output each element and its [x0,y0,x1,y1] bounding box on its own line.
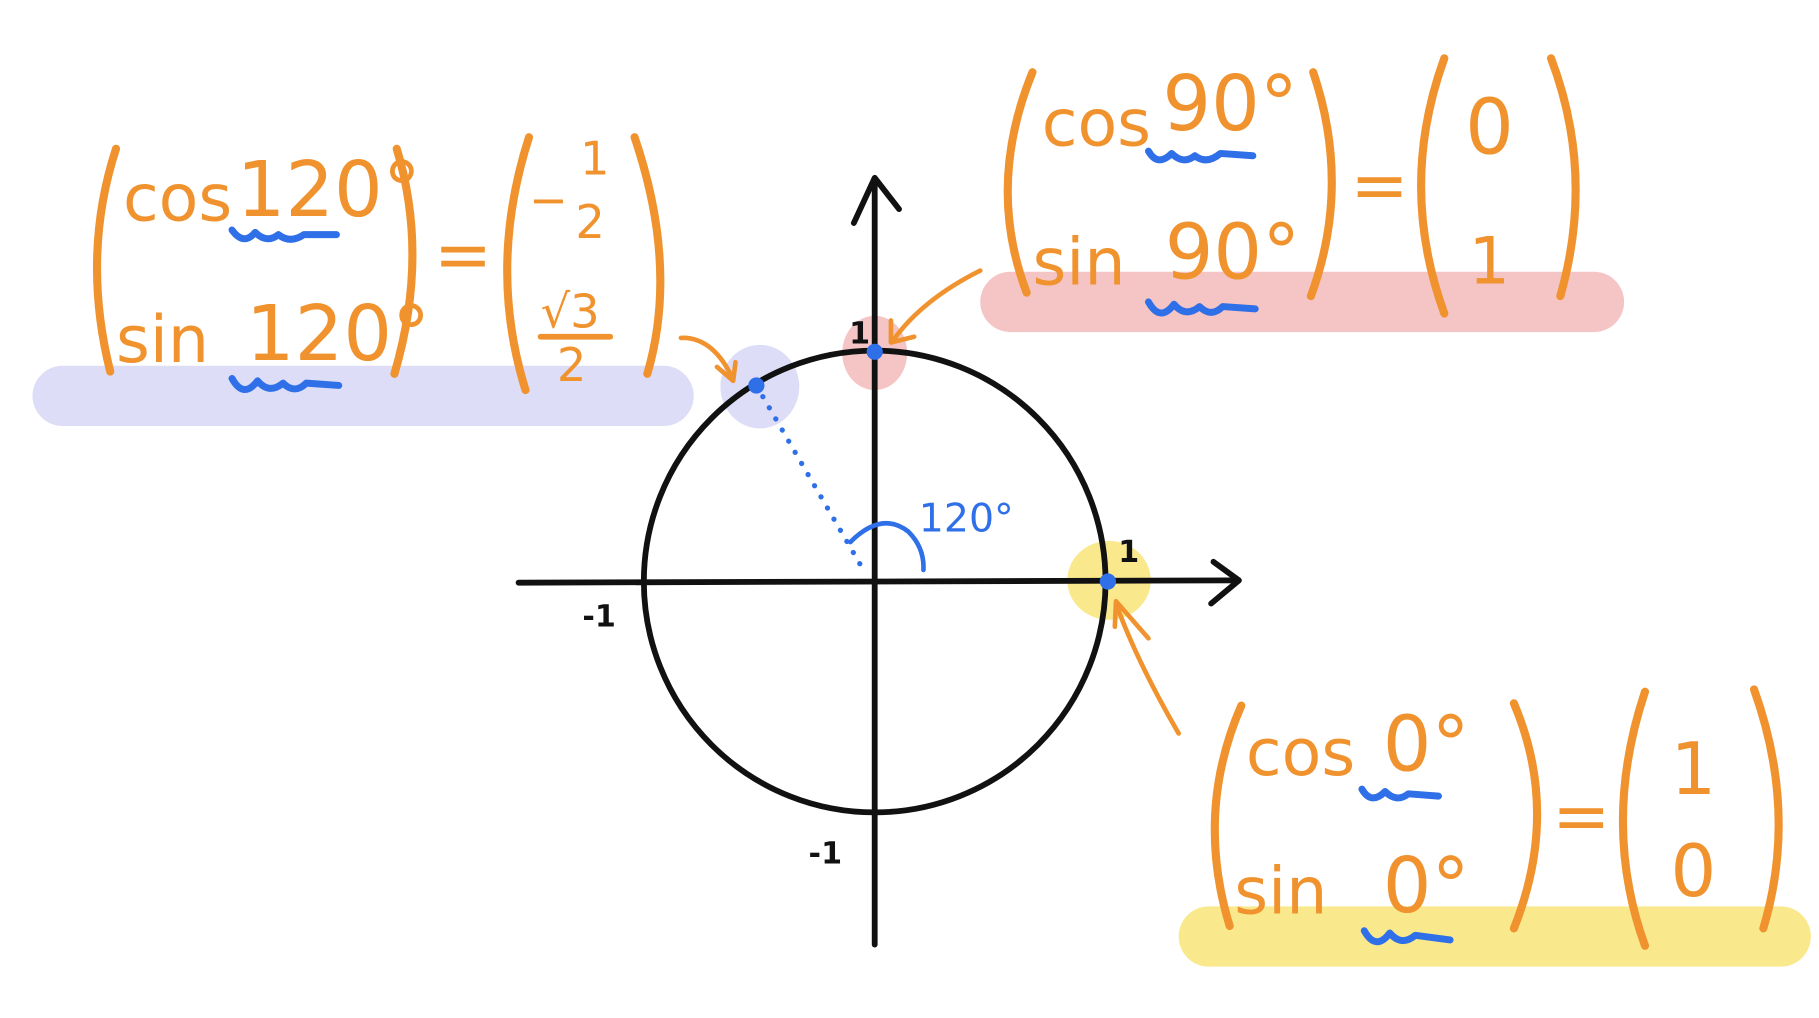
left-paren-values [1417,54,1449,318]
angle-bottom-squiggle [1144,298,1259,317]
angle-bottom: 90° [1165,209,1301,298]
value-bottom: 0 [1671,829,1717,913]
sin-label: sin [1234,854,1327,929]
value-top-sign: − [529,173,568,227]
angle-top: 0° [1383,701,1470,790]
right-paren-values [1749,685,1783,933]
angle-bottom: 0° [1383,842,1470,931]
angle-bottom-squiggle [1360,927,1454,946]
angle-bottom: 120° [246,290,430,379]
y-neg-tick-label: -1 [809,836,843,871]
highlight-band-120 [32,365,694,427]
value-top: 1 [1671,727,1717,811]
x-axis-arrowhead [1208,558,1242,607]
right-paren [390,144,417,378]
angle-top: 120° [237,146,421,235]
equals-sign: = [1350,145,1408,226]
value-bottom-numerator: √3 [541,284,600,338]
arrow-to-120 [678,335,738,384]
angle-bottom-squiggle [228,375,343,393]
cos-label: cos [123,162,232,237]
angle-label-120: 120° [919,496,1014,542]
value-bottom: 1 [1469,224,1510,299]
angle-arc-120 [848,521,926,573]
angle-top-squiggle [1358,785,1442,802]
cos-label: cos [1042,86,1151,161]
value-top: 0 [1465,83,1514,172]
matrix-120: cos 120° sin 120° = − 1 2 √3 2 [92,131,665,395]
left-paren [1003,68,1037,297]
x-pos-tick-label: 1 [1118,535,1139,570]
point-90 [866,343,883,360]
cos-label: cos [1246,716,1355,791]
x-neg-tick-label: -1 [582,600,616,635]
equals-sign: = [434,215,492,296]
matrix-90: cos 90° sin 90° = 0 1 [1003,54,1580,318]
left-paren-values [503,133,534,395]
point-0 [1099,573,1116,590]
point-120 [748,377,765,394]
sin-label: sin [116,303,209,378]
right-paren-values [1546,54,1580,301]
sin-label: sin [1032,226,1125,301]
arrow-to-90 [888,268,983,345]
value-bottom-denominator: 2 [557,338,587,392]
equals-sign: = [1552,776,1610,857]
radius-120-dotted [753,382,869,576]
angle-top: 90° [1162,60,1298,149]
left-paren [1210,701,1246,931]
value-top-numerator: 1 [580,131,610,185]
right-paren [1509,699,1542,933]
value-top-denominator: 2 [575,195,605,249]
angle-top-squiggle [228,226,340,243]
y-axis-arrowhead [850,174,902,226]
arrow-to-0 [1112,598,1181,736]
highlight-band-90 [980,271,1625,333]
highlight-band-0 [1178,906,1811,967]
left-paren-values [1618,687,1650,950]
right-paren [1306,68,1336,301]
right-paren-values [630,133,665,378]
y-pos-tick-label: 1 [849,317,870,352]
angle-top-squiggle [1144,147,1257,164]
left-paren [92,144,121,376]
matrix-0: cos 0° sin 0° = 1 0 [1210,685,1783,950]
